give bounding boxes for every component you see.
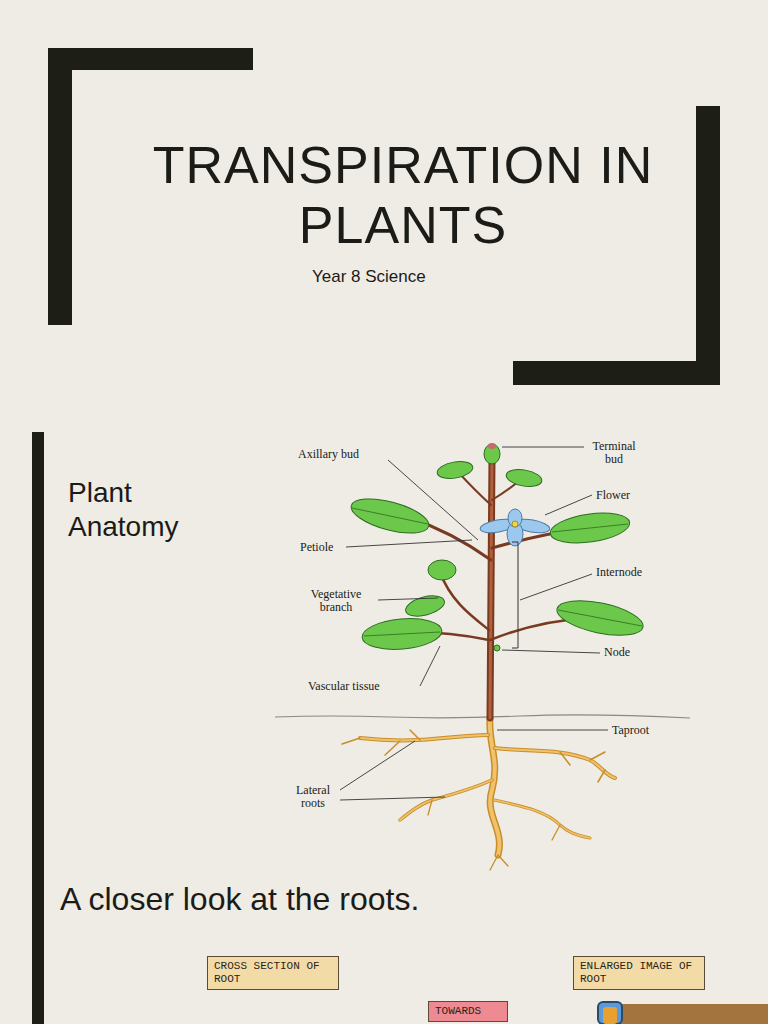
part-label: Vegetative branch bbox=[298, 588, 374, 613]
terminal-bud bbox=[488, 443, 496, 449]
root-image bbox=[603, 1007, 617, 1024]
root-image bbox=[598, 1002, 622, 1024]
part-label: Petiole bbox=[300, 541, 333, 554]
part-label: Taproot bbox=[612, 724, 649, 737]
ground-line bbox=[275, 715, 690, 718]
leaves bbox=[348, 459, 646, 652]
part-label: Axillary bud bbox=[298, 448, 359, 461]
part-label: Lateral roots bbox=[288, 784, 338, 809]
box-text: TOWARDS bbox=[435, 1005, 501, 1018]
root-image bbox=[612, 1004, 768, 1024]
part-label: Internode bbox=[596, 566, 642, 579]
caption-box: CROSS SECTION OF ROOT bbox=[207, 956, 339, 990]
roots bbox=[342, 718, 615, 870]
leader-lines bbox=[340, 447, 608, 800]
subtitle: Year 8 Science bbox=[312, 267, 426, 287]
box-text: CROSS SECTION OF ROOT bbox=[214, 960, 332, 986]
caption-box: TOWARDS bbox=[428, 1001, 508, 1022]
node-bud bbox=[494, 645, 500, 651]
flower bbox=[479, 509, 551, 546]
accent-bar bbox=[32, 432, 44, 1024]
stem bbox=[410, 458, 590, 718]
slide-title: TRANSPIRATION IN PLANTS bbox=[98, 136, 708, 256]
caption-box: ENLARGED IMAGE OF ROOT bbox=[573, 956, 705, 990]
part-label: Terminal bud bbox=[586, 440, 642, 465]
part-label: Flower bbox=[596, 489, 630, 502]
leaf-veins bbox=[352, 508, 642, 636]
part-label: Vascular tissue bbox=[308, 680, 380, 693]
slide-heading: A closer look at the roots. bbox=[60, 880, 419, 918]
slide-heading: Plant Anatomy bbox=[68, 476, 228, 543]
part-label: Node bbox=[604, 646, 630, 659]
internode-bracket bbox=[512, 542, 518, 648]
terminal-bud bbox=[484, 444, 500, 464]
box-text: ENLARGED IMAGE OF ROOT bbox=[580, 960, 698, 986]
